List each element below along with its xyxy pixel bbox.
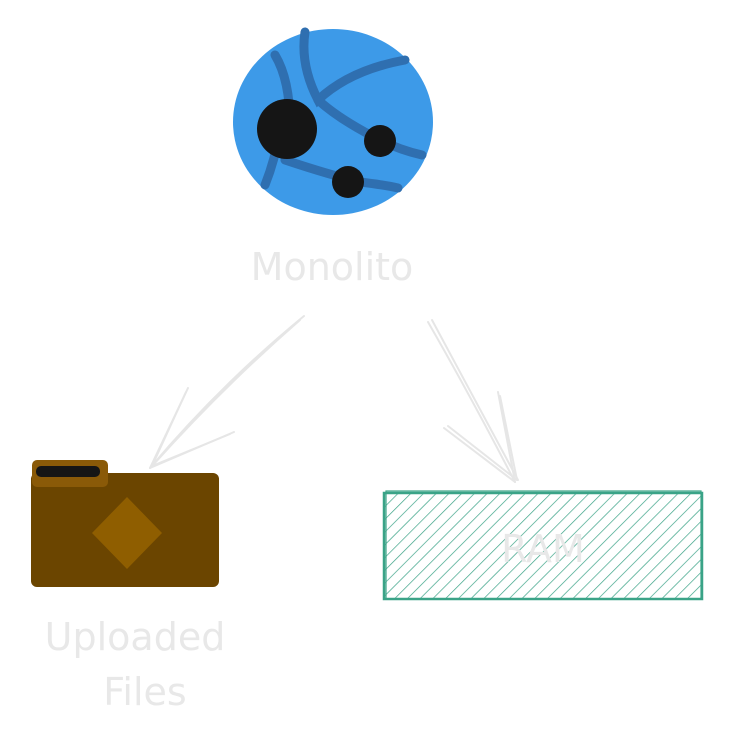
globe-network-icon — [233, 27, 433, 215]
ram-label: RAM — [501, 527, 585, 571]
uploaded-files-label-line2: Files — [103, 670, 186, 714]
arrow-monolith-to-ram — [427, 319, 519, 483]
folder-icon — [31, 460, 219, 587]
ram-box — [382, 490, 704, 601]
arrow-monolith-to-uploaded-files — [149, 315, 305, 469]
uploaded-files-label-line1: Uploaded — [45, 615, 226, 659]
monolith-label: Monolito — [251, 245, 414, 289]
